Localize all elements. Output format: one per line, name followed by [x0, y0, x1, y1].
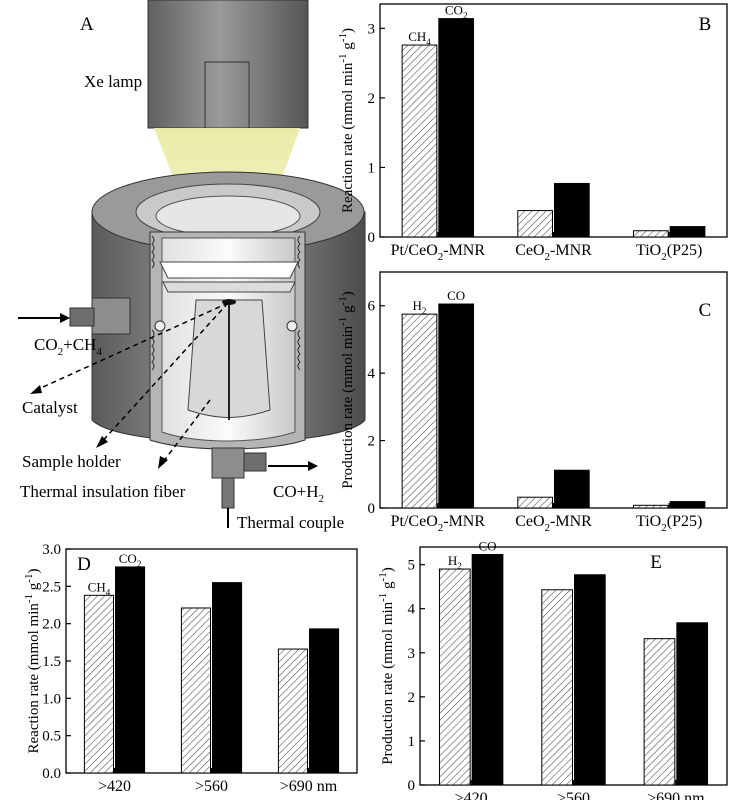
y-axis-label: Reaction rate (mmol min-1 g-1)	[337, 28, 356, 213]
series-label-h2: H2	[448, 553, 462, 571]
y-axis-label: Production rate (mmol min-1 g-1)	[377, 567, 396, 764]
x-tick-label: >690 nm	[280, 778, 338, 795]
bar-ch4-2	[277, 648, 308, 774]
y-tick-label: 1	[408, 734, 416, 750]
bar-h2-2	[643, 638, 676, 786]
bar-co2-2	[669, 226, 706, 238]
thermocouple-label: Thermal couple	[237, 513, 344, 532]
bar-ch4-1	[180, 607, 211, 774]
bar-ch4-0	[83, 594, 115, 774]
y-axis-label: Reaction rate (mmol min-1 g-1)	[23, 569, 42, 754]
gas-inlet	[18, 297, 131, 335]
y-tick-label: 4	[408, 602, 416, 618]
sample-holder-label: Sample holder	[22, 452, 121, 471]
y-tick-label: 2.5	[42, 579, 61, 595]
y-tick-label: 3.0	[42, 542, 61, 558]
x-tick-label: >420	[455, 790, 488, 800]
y-axis-label: Production rate (mmol min-1 g-1)	[337, 291, 356, 488]
y-tick-label: 0	[368, 230, 376, 246]
gas-outlet	[211, 447, 318, 528]
bar-h2-0	[401, 313, 438, 509]
bar-co-2	[669, 501, 706, 509]
y-tick-label: 1.0	[42, 691, 61, 707]
bar-co-0	[438, 303, 475, 509]
bar-h2-2	[632, 504, 669, 509]
bar-co2-0	[438, 18, 475, 238]
bar-ch4-2	[632, 230, 669, 238]
y-tick-label: 1	[368, 160, 376, 176]
bar-co-0	[471, 553, 504, 786]
bar-h2-1	[517, 496, 553, 509]
xe-lamp	[147, 0, 309, 129]
panel-label-c: C	[699, 300, 712, 321]
series-label-co2: CO2	[119, 551, 142, 569]
bar-ch4-1	[517, 210, 553, 238]
reactor-body	[91, 171, 366, 450]
y-tick-label: 0	[408, 778, 416, 794]
bar-co-1	[554, 469, 590, 509]
y-tick-label: 2	[368, 434, 376, 450]
y-tick-label: 4	[368, 366, 376, 382]
inlet-label: CO2+CH4	[34, 335, 102, 358]
y-tick-label: 3	[408, 646, 416, 662]
series-label-co: CO	[447, 288, 465, 303]
panel-label-b: B	[699, 14, 712, 35]
bar-co2-1	[212, 582, 243, 774]
bar-co-1	[574, 574, 606, 786]
bar-co-2	[676, 622, 709, 786]
y-tick-label: 0.5	[42, 729, 61, 745]
y-tick-label: 5	[408, 558, 416, 574]
x-tick-label: >560	[195, 778, 228, 795]
y-tick-label: 1.5	[42, 654, 61, 670]
bar-co2-0	[115, 566, 146, 774]
chart-b: B 0 1 2 3 Reaction rate (mmol min-1 g-1) CH4 CO…	[337, 3, 728, 263]
reactor-diagram: A Xe lamp	[18, 0, 366, 532]
series-label-h2: H2	[413, 298, 427, 316]
y-tick-label: 0	[368, 501, 376, 517]
x-tick-label: >420	[98, 778, 131, 795]
panel-label-e: E	[650, 552, 662, 573]
y-tick-label: 2.0	[42, 617, 61, 633]
xe-lamp-label: Xe lamp	[84, 72, 142, 91]
outlet-label: CO+H2	[273, 482, 324, 505]
y-tick-label: 2	[368, 91, 376, 107]
series-label-ch4: CH4	[88, 579, 111, 597]
series-label-ch4: CH4	[408, 29, 431, 47]
series-label-co2: CO2	[445, 3, 468, 21]
x-tick-label: CeO2-MNR	[515, 513, 592, 534]
y-tick-label: 6	[368, 299, 376, 315]
bar-h2-0	[438, 568, 471, 786]
x-tick-label: CeO2-MNR	[515, 242, 592, 263]
bar-co2-1	[554, 182, 590, 238]
x-tick-label: TiO2(P25)	[636, 513, 702, 534]
panel-label-d: D	[77, 554, 91, 575]
panel-label-a: A	[80, 14, 94, 35]
series-label-co: CO	[478, 538, 496, 553]
bar-ch4-0	[401, 44, 438, 238]
callout-lines	[31, 302, 229, 467]
x-tick-label: >690 nm	[647, 790, 705, 800]
insulation-label: Thermal insulation fiber	[20, 482, 186, 501]
x-tick-label: Pt/CeO2-MNR	[391, 242, 486, 263]
y-tick-label: 2	[408, 690, 416, 706]
x-tick-label: TiO2(P25)	[636, 242, 702, 263]
bar-h2-1	[541, 589, 573, 786]
bar-co2-2	[309, 628, 340, 774]
y-tick-label: 3	[368, 21, 376, 37]
y-tick-label: 0.0	[42, 766, 61, 782]
catalyst-label: Catalyst	[22, 398, 78, 417]
x-tick-label: >560	[557, 790, 590, 800]
x-tick-label: Pt/CeO2-MNR	[391, 513, 486, 534]
